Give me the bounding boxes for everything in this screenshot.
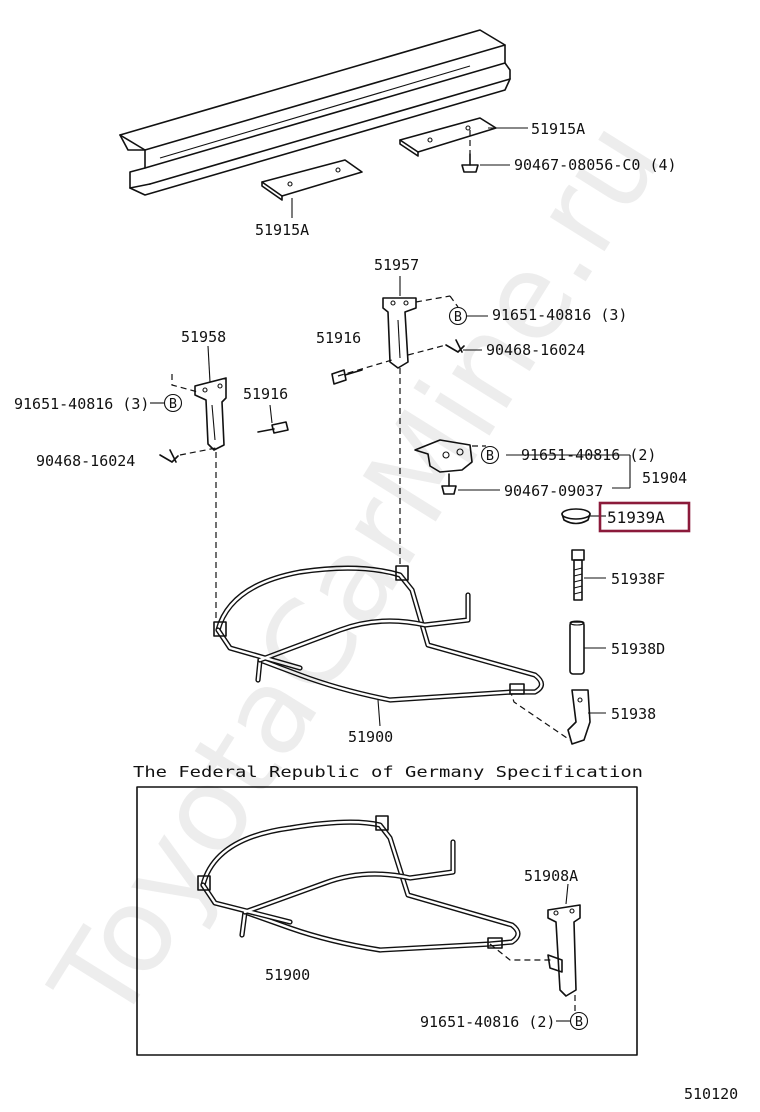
bolt-51916-right — [331, 369, 363, 385]
label-91651-inset: 91651-40816 (2) — [420, 1013, 555, 1031]
bracket-51908A — [547, 904, 581, 997]
label-51939A[interactable]: 51939A — [607, 508, 665, 527]
watermark: ToyotaCarMine.ru — [24, 98, 688, 1046]
label-51957: 51957 — [374, 256, 419, 274]
plate-51915A-top — [399, 117, 497, 157]
label-51908A: 51908A — [524, 867, 578, 885]
label-51916-right: 51916 — [316, 329, 361, 347]
carrier-51900-inset — [197, 815, 521, 953]
clamp-51904 — [414, 439, 473, 473]
highlight-box-51939A[interactable] — [598, 501, 691, 533]
label-51938F: 51938F — [611, 570, 665, 588]
label-91651-left: 91651-40816 (3) — [14, 395, 149, 413]
label-51916-left: 51916 — [243, 385, 288, 403]
sleeve-51938D — [569, 620, 585, 675]
bolt-51938F — [571, 549, 585, 601]
svg-text:B: B — [575, 1014, 583, 1030]
carrier-51900 — [213, 565, 545, 703]
label-90467-09037: 90467-09037 — [504, 482, 603, 500]
label-90468-right: 90468-16024 — [486, 341, 585, 359]
cap-51939A — [561, 508, 591, 525]
b-marker-left: B — [163, 393, 183, 413]
bolt-51916-left — [257, 421, 289, 434]
label-91651-right-top: 91651-40816 (3) — [492, 306, 627, 324]
label-91651-mid: 91651-40816 (2) — [521, 446, 656, 464]
diagram-number: 510120 — [684, 1085, 738, 1103]
bracket-51957 — [382, 297, 417, 369]
svg-text:B: B — [486, 448, 494, 464]
bracket-51958 — [194, 377, 227, 451]
label-51904: 51904 — [642, 469, 687, 487]
label-51958: 51958 — [181, 328, 226, 346]
bolt-90467-09037 — [441, 473, 457, 495]
plate-51915A-bottom — [261, 159, 363, 201]
hook-51938 — [567, 689, 591, 745]
label-51915A-top: 51915A — [531, 120, 585, 138]
pin-90468-right — [445, 339, 465, 353]
bolt-90467-08056 — [461, 153, 479, 173]
b-marker-right-top: B — [448, 306, 468, 326]
b-marker-mid: B — [480, 445, 500, 465]
label-90468-left: 90468-16024 — [36, 452, 135, 470]
label-51900-main: 51900 — [348, 728, 393, 746]
b-marker-inset: B — [569, 1011, 589, 1031]
label-51938D: 51938D — [611, 640, 665, 658]
spec-title: The Federal Republic of Germany Specific… — [133, 763, 643, 781]
label-51938: 51938 — [611, 705, 656, 723]
label-90467-08056: 90467-08056-C0 (4) — [514, 156, 677, 174]
svg-text:B: B — [454, 309, 462, 325]
svg-text:B: B — [169, 396, 177, 412]
label-51900-inset: 51900 — [265, 966, 310, 984]
frame-rail — [119, 29, 511, 196]
label-51915A-bottom: 51915A — [255, 221, 309, 239]
pin-90468-left — [159, 449, 179, 463]
spec-inset-frame — [136, 786, 638, 1056]
